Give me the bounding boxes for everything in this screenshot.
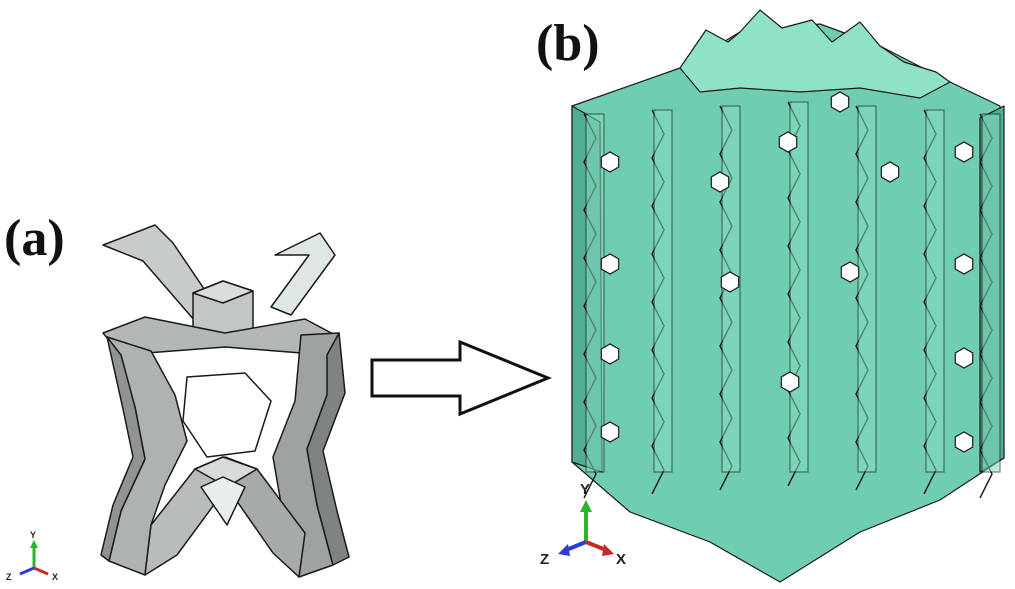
lattice-hole — [880, 161, 900, 183]
lattice-hole — [600, 421, 620, 443]
lattice-figure — [571, 9, 1005, 583]
lattice-hole — [600, 253, 620, 275]
axis-triad-b: Y Z X — [540, 481, 626, 568]
lattice-column-face — [789, 101, 809, 473]
lattice-column-face — [925, 109, 945, 473]
lattice-column-face — [981, 113, 1001, 473]
panel-a-label: (a) — [4, 210, 65, 267]
lattice-hole — [600, 151, 620, 173]
lattice-column-face — [857, 105, 877, 473]
axis-b-z-label: Z — [540, 551, 549, 568]
lattice-hole — [780, 371, 800, 393]
axis-a-y-label: Y — [30, 530, 36, 540]
transform-arrow — [370, 339, 552, 417]
lattice-hole — [954, 141, 974, 163]
lattice-hole — [954, 431, 974, 453]
panel-b-label: (b) — [536, 15, 600, 72]
lattice-hole — [840, 261, 860, 283]
lattice-hole — [954, 253, 974, 275]
axis-a-z-label: Z — [6, 572, 12, 582]
lattice-hole — [954, 347, 974, 369]
unit-cell-hole — [182, 372, 272, 458]
unit-cell-back-right-arm — [270, 232, 336, 316]
lattice-column-face — [653, 109, 673, 473]
axis-a-x-label: X — [52, 572, 58, 582]
lattice-hole — [600, 343, 620, 365]
unit-cell-figure — [100, 224, 350, 578]
lattice-hole — [778, 131, 798, 153]
lattice-hole — [720, 271, 740, 293]
axis-triad-a: Y Z X — [6, 530, 58, 582]
axis-b-y-label: Y — [580, 481, 590, 498]
lattice-hole — [830, 91, 850, 113]
axis-b-x-label: X — [616, 551, 626, 568]
lattice-hole — [710, 171, 730, 193]
lattice-column-face — [585, 113, 605, 473]
